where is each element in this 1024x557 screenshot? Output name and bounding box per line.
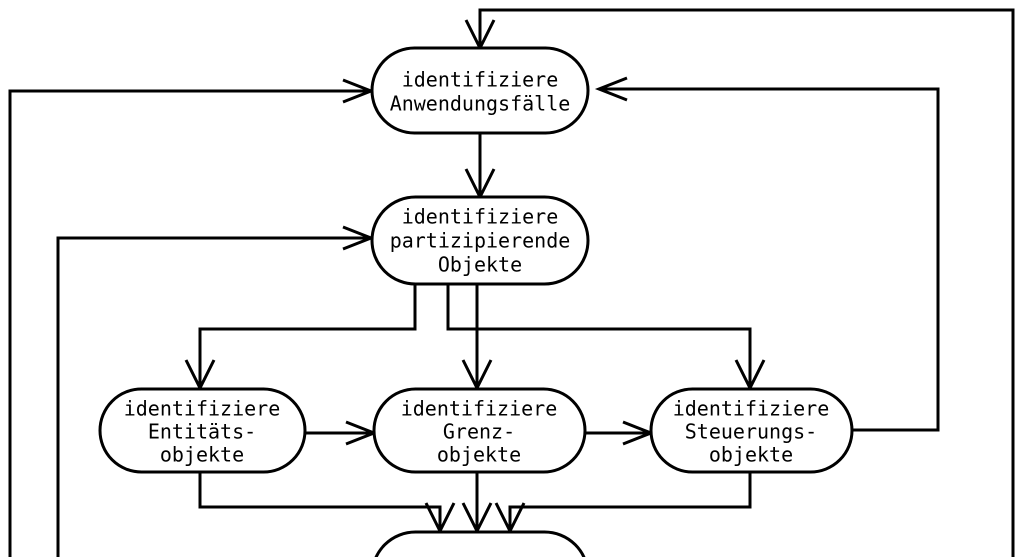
node-partizipierende-objekte-line1: identifiziere (402, 205, 559, 229)
edge-steuerungs-feedback-to-anwendungsfaelle (600, 87, 940, 432)
node-entitaetsobjekte-line1: identifiziere (124, 397, 281, 421)
node-grenzobjekte[interactable]: identifiziere Grenz- objekte (372, 387, 587, 474)
node-anwendungsfaelle-line1: identifiziere (402, 68, 559, 92)
node-steuerungsobjekte-line1: identifiziere (673, 397, 830, 421)
node-bottom-node-cropped-shape (374, 530, 586, 557)
edge-entitaets-to-bottom (198, 472, 442, 531)
node-anwendungsfaelle-shape (370, 46, 590, 135)
node-bottom-node-cropped[interactable] (372, 530, 588, 557)
node-grenzobjekte-shape (372, 387, 587, 474)
edge-offscreen-top-feedback-to-anwendungsfaelle (478, 8, 1015, 557)
edge-partizipierende-to-entitaets (198, 284, 417, 337)
node-steuerungsobjekte-line2: Steuerungs- (685, 420, 817, 444)
node-grenzobjekte-line1: identifiziere (401, 397, 558, 421)
node-steuerungsobjekte-shape (649, 387, 854, 474)
node-entitaetsobjekte-shape (98, 387, 307, 474)
node-partizipierende-objekte-line2: partizipierende (390, 229, 571, 253)
node-entitaetsobjekte-line3: objekte (160, 443, 244, 467)
node-grenzobjekte-line3: objekte (437, 443, 521, 467)
node-entitaetsobjekte[interactable]: identifiziere Entitäts- objekte (98, 387, 307, 474)
node-grenzobjekte-line2: Grenz- (443, 420, 515, 444)
arrowhead-right-into-anwendungsfaelle (594, 76, 628, 102)
node-partizipierende-objekte[interactable]: identifiziere partizipierende Objekte (370, 195, 590, 286)
node-anwendungsfaelle[interactable]: identifiziere Anwendungsfälle (370, 46, 590, 135)
node-anwendungsfaelle-line2: Anwendungsfälle (390, 92, 571, 116)
edge-layer (8, 8, 1015, 557)
edge-steuerungs-to-bottom (508, 472, 752, 531)
node-entitaetsobjekte-line2: Entitäts- (148, 420, 256, 444)
node-steuerungsobjekte[interactable]: identifiziere Steuerungs- objekte (649, 387, 854, 474)
node-partizipierende-objekte-line3: Objekte (438, 253, 522, 277)
node-partizipierende-objekte-shape (370, 195, 590, 286)
node-steuerungsobjekte-line3: objekte (709, 443, 793, 467)
edge-partizipierende-to-steuerungs (446, 284, 752, 388)
edge-offscreen-left-feedback-to-anwendungsfaelle (8, 89, 370, 557)
edge-offscreen-left-feedback-to-partizipierende (56, 236, 370, 557)
